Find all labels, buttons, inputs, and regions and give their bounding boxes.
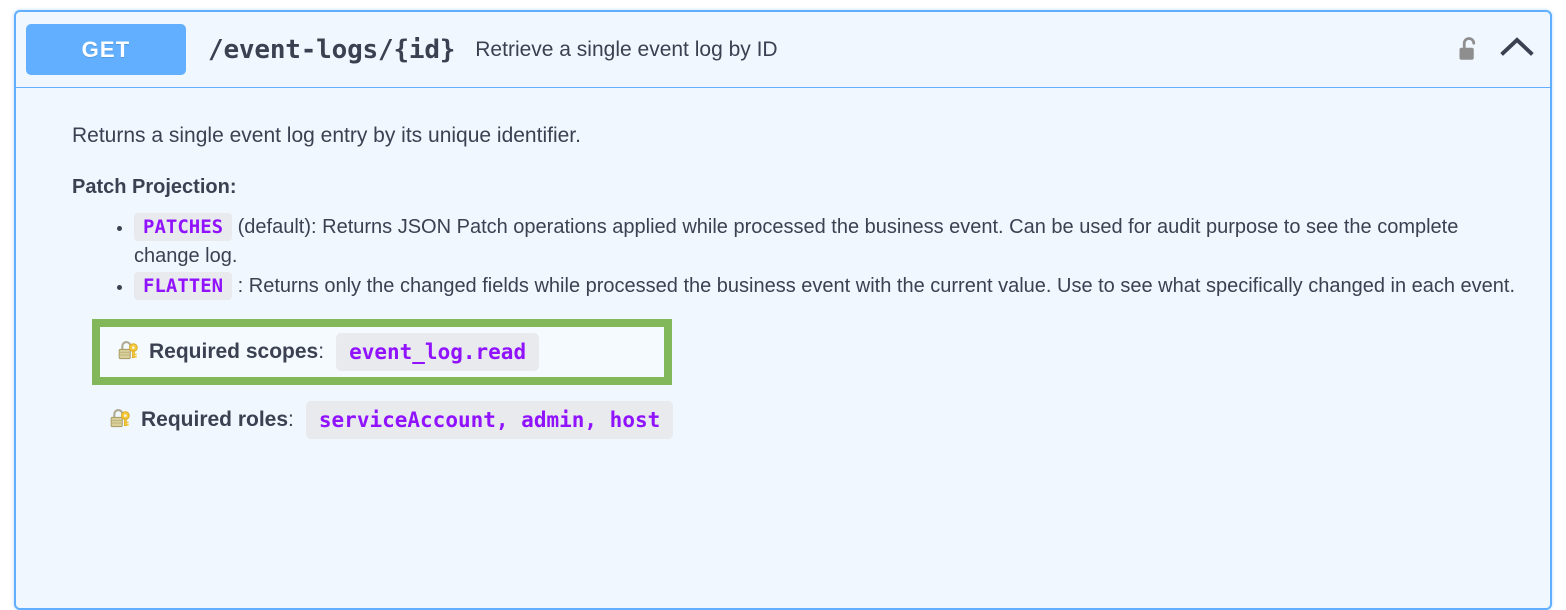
required-roles-row: Required roles : serviceAccount, admin, … <box>92 391 1520 449</box>
required-scopes-value: event_log.read <box>336 332 540 371</box>
list-item: FLATTEN : Returns only the changed field… <box>134 272 1520 301</box>
required-roles-label: Required roles <box>141 407 289 431</box>
required-scopes-label: Required scopes <box>149 339 319 363</box>
page-root: GET /event-logs/{id} Retrieve a single e… <box>0 0 1566 588</box>
required-roles-value: serviceAccount, admin, host <box>305 400 674 439</box>
operation-body: Returns a single event log entry by its … <box>16 88 1550 449</box>
locked-padlock-with-key-icon <box>108 407 131 432</box>
operation-description: Returns a single event log entry by its … <box>16 122 1550 449</box>
requirements-section: Required scopes : event_log.read <box>72 318 1520 449</box>
operation-block-get-event-logs-id: GET /event-logs/{id} Retrieve a single e… <box>14 10 1552 610</box>
patch-projection-list: PATCHES (default): Returns JSON Patch op… <box>72 213 1520 301</box>
endpoint-summary-text: Retrieve a single event log by ID <box>475 37 778 61</box>
list-item-text: : Returns only the changed fields while … <box>237 275 1516 298</box>
http-method-badge-get[interactable]: GET <box>26 24 186 75</box>
locked-padlock-with-key-icon <box>116 339 139 364</box>
description-intro-paragraph: Returns a single event log entry by its … <box>72 124 581 147</box>
patch-projection-heading: Patch Projection: <box>72 176 237 199</box>
list-item: PATCHES (default): Returns JSON Patch op… <box>134 213 1520 270</box>
unlocked-padlock-icon[interactable] <box>1456 35 1482 65</box>
operation-summary-controls <box>1456 35 1534 65</box>
endpoint-path: /event-logs/{id} <box>208 34 456 65</box>
code-token-patches: PATCHES <box>134 213 233 242</box>
code-token-flatten: FLATTEN <box>134 272 233 301</box>
required-roles-colon: : <box>288 407 294 431</box>
required-scopes-row: Required scopes : event_log.read <box>92 318 672 385</box>
required-scopes-colon: : <box>318 339 325 363</box>
list-item-text: (default): Returns JSON Patch operations… <box>134 216 1459 267</box>
operation-summary-header[interactable]: GET /event-logs/{id} Retrieve a single e… <box>16 12 1550 88</box>
chevron-up-icon[interactable] <box>1500 35 1534 65</box>
